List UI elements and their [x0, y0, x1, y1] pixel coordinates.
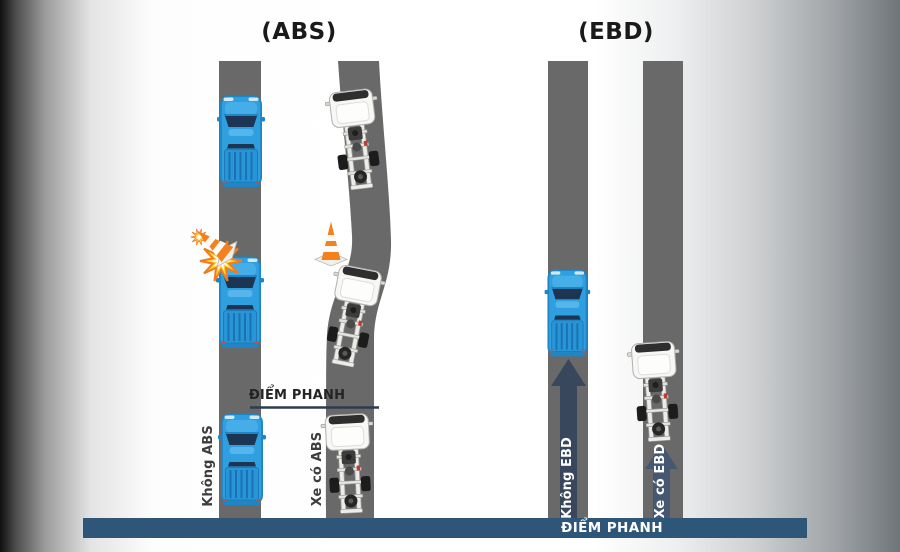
distance-arrow-with-ebd	[645, 444, 678, 518]
brake-point-label-abs: ĐIỂM PHANH	[248, 388, 346, 403]
abs-section-title: (ABS)	[261, 19, 337, 45]
road-lane-with-ebd	[643, 61, 683, 519]
traffic-cone-icon	[314, 221, 348, 267]
ebd-section-title: (EBD)	[578, 19, 654, 45]
distance-arrow-no-ebd	[551, 359, 586, 518]
blue-truck-icon	[217, 412, 267, 506]
lane-label-with-abs: Xe có ABS	[310, 431, 325, 507]
brake-point-bar: ĐIỂM PHANH	[83, 518, 807, 538]
blue-truck-icon	[216, 94, 266, 188]
lane-label-with-ebd: Xe có EBD	[653, 443, 668, 519]
blue-truck-icon	[543, 268, 592, 358]
lane-label-no-abs: Không ABS	[201, 425, 216, 507]
lane-label-no-ebd: Không EBD	[560, 437, 575, 519]
brake-point-label-ebd: ĐIỂM PHANH	[561, 520, 663, 536]
